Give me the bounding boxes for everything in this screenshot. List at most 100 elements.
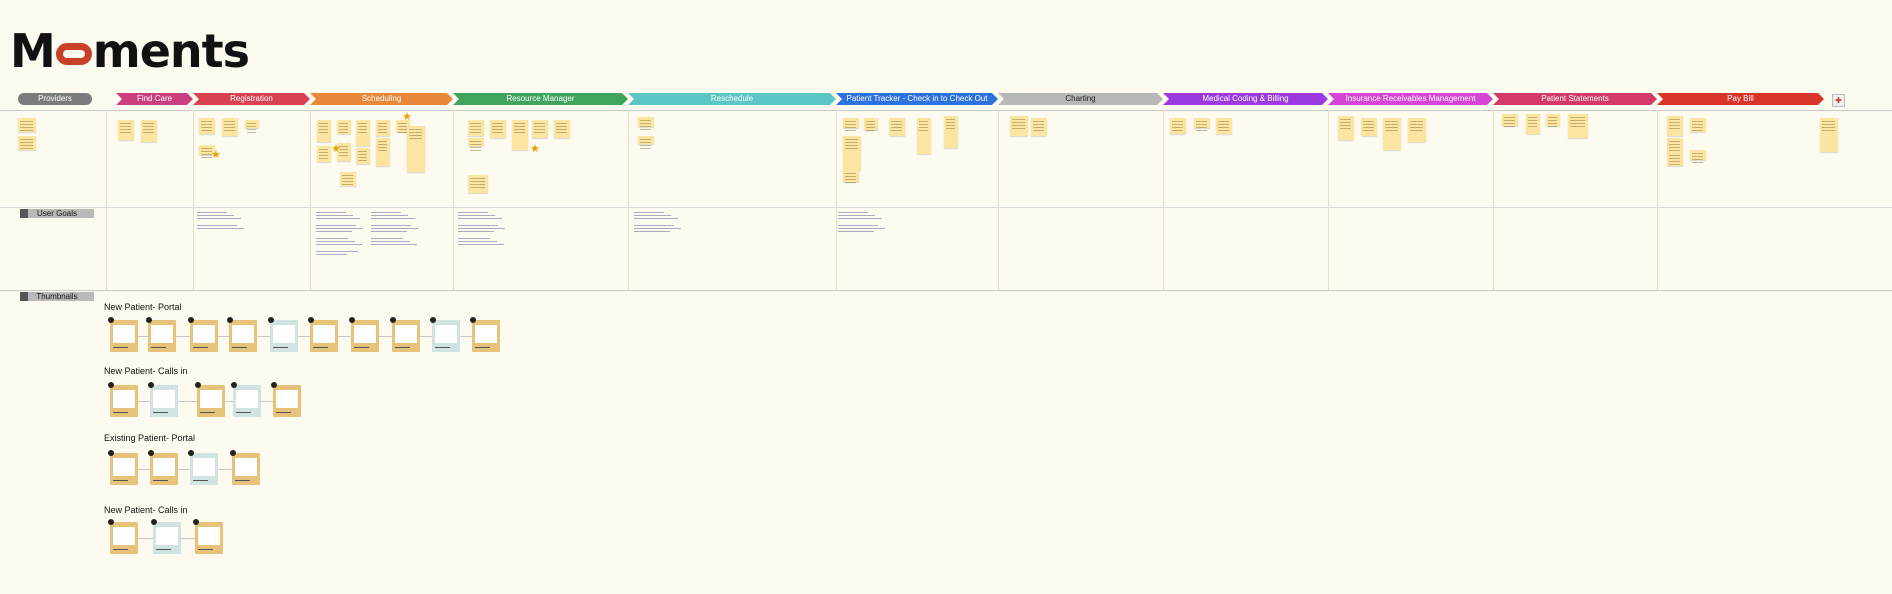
sticky-note[interactable]: [843, 118, 859, 128]
stage-header-insurance-receivables-management[interactable]: Insurance Receivables Management: [1328, 93, 1493, 105]
sticky-note[interactable]: [1667, 138, 1683, 152]
stage-header-scheduling[interactable]: Scheduling: [310, 93, 453, 105]
screen-thumbnail[interactable]: [470, 317, 500, 352]
sticky-note[interactable]: [407, 126, 425, 172]
sticky-note[interactable]: [337, 120, 351, 134]
sticky-note[interactable]: [512, 120, 528, 150]
sticky-note[interactable]: [468, 120, 484, 136]
star-icon[interactable]: ★: [331, 143, 341, 155]
sticky-note[interactable]: [1690, 150, 1706, 160]
sticky-note[interactable]: [843, 136, 861, 170]
user-goal-note[interactable]: [371, 212, 419, 251]
sticky-note[interactable]: [1502, 114, 1518, 126]
user-goal-note[interactable]: [634, 212, 682, 234]
sticky-note[interactable]: [356, 148, 370, 164]
sticky-note[interactable]: [376, 138, 390, 166]
sticky-note[interactable]: [843, 170, 859, 182]
sticky-note[interactable]: [1667, 152, 1683, 166]
screen-thumbnail[interactable]: [108, 450, 138, 485]
sticky-note[interactable]: [199, 118, 215, 134]
stage-header-medical-coding-billing[interactable]: Medical Coding & Billing: [1163, 93, 1328, 105]
sticky-note[interactable]: [1361, 118, 1377, 136]
sticky-note[interactable]: [638, 117, 654, 127]
flow-title[interactable]: New Patient- Portal: [104, 302, 182, 312]
sticky-note[interactable]: [468, 175, 488, 193]
sticky-note[interactable]: [337, 143, 351, 161]
star-icon[interactable]: ★: [402, 111, 412, 123]
screen-thumbnail[interactable]: [148, 382, 178, 417]
sticky-note[interactable]: [317, 146, 331, 162]
screen-thumbnail[interactable]: [390, 317, 420, 352]
screen-thumbnail[interactable]: [148, 450, 178, 485]
user-goal-note[interactable]: [458, 212, 506, 251]
stage-header-charting[interactable]: Charting: [998, 93, 1163, 105]
flow-title[interactable]: Existing Patient- Portal: [104, 433, 196, 443]
sticky-note[interactable]: [1216, 118, 1232, 134]
user-goal-note[interactable]: [197, 212, 245, 231]
screen-thumbnail[interactable]: [195, 382, 225, 417]
star-icon[interactable]: ★: [211, 149, 221, 161]
flow-title[interactable]: New Patient- Calls in: [104, 505, 188, 515]
screen-thumbnail[interactable]: [193, 519, 223, 554]
screen-thumbnail[interactable]: [430, 317, 460, 352]
sticky-note[interactable]: [245, 120, 259, 128]
stage-header-resource-manager[interactable]: Resource Manager: [453, 93, 628, 105]
sticky-note[interactable]: [356, 120, 370, 146]
screen-thumbnail[interactable]: [108, 382, 138, 417]
sticky-note[interactable]: [396, 120, 410, 132]
user-goal-note[interactable]: [316, 212, 364, 257]
screen-thumbnail[interactable]: [188, 450, 218, 485]
sticky-note[interactable]: [1568, 114, 1588, 138]
screen-thumbnail[interactable]: [349, 317, 379, 352]
thumbnails-label[interactable]: Thumbnails: [20, 292, 94, 301]
sticky-note[interactable]: [1031, 118, 1047, 136]
providers-header[interactable]: Providers: [18, 93, 92, 105]
sticky-note[interactable]: [18, 118, 36, 132]
screen-thumbnail[interactable]: [271, 382, 301, 417]
screen-thumbnail[interactable]: [268, 317, 298, 352]
app-icon[interactable]: ✚: [1832, 94, 1845, 107]
sticky-note[interactable]: [944, 116, 958, 148]
sticky-note[interactable]: [1690, 118, 1706, 132]
sticky-note[interactable]: [317, 120, 331, 142]
sticky-note[interactable]: [490, 120, 506, 138]
user-goals-label[interactable]: User Goals: [20, 209, 94, 218]
sticky-note[interactable]: [199, 145, 215, 155]
sticky-note[interactable]: [1820, 118, 1838, 152]
sticky-note[interactable]: [889, 118, 905, 136]
screen-thumbnail[interactable]: [108, 317, 138, 352]
star-icon[interactable]: ★: [530, 143, 540, 155]
sticky-note[interactable]: [376, 120, 390, 136]
sticky-note[interactable]: [340, 172, 356, 186]
user-goal-note[interactable]: [838, 212, 886, 234]
sticky-note[interactable]: [18, 136, 36, 150]
sticky-note[interactable]: [1383, 118, 1401, 150]
stage-header-registration[interactable]: Registration: [193, 93, 310, 105]
flow-title[interactable]: New Patient- Calls in: [104, 366, 188, 376]
sticky-note[interactable]: [141, 120, 157, 142]
sticky-note[interactable]: [638, 136, 654, 144]
screen-thumbnail[interactable]: [230, 450, 260, 485]
stage-header-patient-tracker-check-in-to-check-out[interactable]: Patient Tracker - Check in to Check Out: [836, 93, 998, 105]
stage-header-reschedule[interactable]: Reschedule: [628, 93, 836, 105]
sticky-note[interactable]: [554, 120, 570, 138]
stage-header-find-care[interactable]: Find Care: [116, 93, 193, 105]
screen-thumbnail[interactable]: [231, 382, 261, 417]
screen-thumbnail[interactable]: [308, 317, 338, 352]
sticky-note[interactable]: [917, 118, 931, 154]
screen-thumbnail[interactable]: [108, 519, 138, 554]
sticky-note[interactable]: [1526, 114, 1540, 134]
screen-thumbnail[interactable]: [188, 317, 218, 352]
sticky-note[interactable]: [532, 120, 548, 138]
stage-header-pay-bill[interactable]: Pay Bill: [1657, 93, 1824, 105]
sticky-note[interactable]: [222, 118, 238, 136]
sticky-note[interactable]: [1408, 118, 1426, 142]
sticky-note[interactable]: [1667, 116, 1683, 136]
screen-thumbnail[interactable]: [151, 519, 181, 554]
stage-header-patient-statements[interactable]: Patient Statements: [1493, 93, 1657, 105]
screen-thumbnail[interactable]: [227, 317, 257, 352]
sticky-note[interactable]: [1194, 118, 1210, 128]
screen-thumbnail[interactable]: [146, 317, 176, 352]
sticky-note[interactable]: [1010, 116, 1028, 136]
